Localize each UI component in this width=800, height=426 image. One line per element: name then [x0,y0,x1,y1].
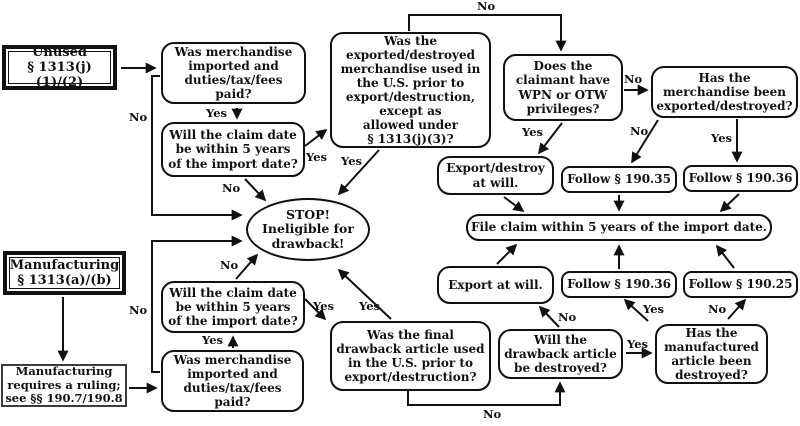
arrow-used-merchandise-no-to-wpn [408,14,567,52]
arrow-final-article-yes-to-stop [337,268,392,320]
node-was-merch-imported-bottom: Was merchandise imported and duties/tax/… [161,350,304,412]
node-follow-190-25: Follow § 190.25 [683,271,798,298]
node-file-claim: File claim within 5 years of the import … [466,214,772,241]
label-no-final-willdestroyed: No [483,407,502,421]
label-yes-willdestroyed-manufactured: Yes [627,337,649,351]
label-yes-final-stop: Yes [359,299,381,313]
node-used-merchandise: Was the exported/destroyed merchandise u… [330,32,491,148]
label-yes-claim-bottom-final: Yes [313,299,335,313]
arrow-claim-date-bottom-yes-to-final-article [304,298,327,321]
node-unused-1313j: Unused § 1313(j)(1)/(2) [2,45,117,90]
label-no-used-wpn: No [477,0,496,13]
label-yes-exported-follow36: Yes [711,131,733,145]
node-merch-exported: Has the merchandise been exported/destro… [651,66,798,118]
arrow-follow-190-25-to-file-claim [715,244,735,269]
arrow-manufactured-destroyed-no-to-follow-190-25 [727,298,747,320]
arrow-used-merchandise-yes-to-stop [337,149,380,196]
node-follow-190-36-bottom: Follow § 190.36 [561,271,677,298]
label-yes-wpn-exportdestroy: Yes [522,125,544,139]
arrow-claim-date-top-no-to-stop [244,178,267,202]
arrow-final-article-no-to-will-destroyed [407,381,566,406]
label-yes-merch-bottom-claim: Yes [202,333,224,347]
arrow-claim-date-bottom-no-to-stop [235,253,259,280]
node-will-be-destroyed: Will the drawback article be destroyed? [498,329,623,379]
label-yes-used-stop: Yes [341,154,363,168]
arrow-merch-imported-top-no-to-stop [151,75,243,221]
label-yes-manufactured-follow36: Yes [643,302,665,316]
node-was-merch-imported-top: Was merchandise imported and duties/tax/… [161,42,306,104]
label-no-manufactured-follow25: No [708,302,727,316]
node-follow-190-35: Follow § 190.35 [561,166,677,193]
label-no-claim-bottom-stop: No [220,258,239,272]
arrow-claim-date-top-yes-to-used-merchandise [304,129,328,147]
node-export-destroy-at-will: Export/destroy at will. [437,156,554,195]
label-no-merch-bottom-stop: No [129,303,148,317]
node-manufacturing-1313ab: Manufacturing § 1313(a)/(b) [3,251,126,295]
label-yes-merch-top-claim: Yes [206,106,228,120]
node-export-at-will: Export at will. [437,266,554,304]
arrow-will-destroyed-no-to-export-at-will [538,305,560,328]
arrow-export-destroy-to-file-claim [503,196,525,212]
label-no-merch-top-stop: No [129,110,148,124]
node-follow-190-36-top: Follow § 190.36 [683,165,798,192]
arrow-merch-imported-bottom-no-to-stop [151,235,243,373]
node-claim-date-bottom: Will the claim date be within 5 years of… [161,281,305,333]
arrow-wpn-yes-to-export-destroy [537,122,563,155]
arrow-export-at-will-to-file-claim [496,243,518,265]
arrow-merch-exported-no-to-follow-190-35 [631,119,659,164]
node-final-article-used: Was the final drawback article used in t… [330,321,491,391]
node-manufacturing-ruling: Manufacturing requires a ruling; see §§ … [1,364,127,407]
node-claim-date-top: Will the claim date be within 5 years of… [161,122,305,177]
label-yes-claim-top-used: Yes [306,150,328,164]
node-stop-ineligible: STOP! Ineligible for drawback! [246,198,370,261]
label-no-willdestroyed-exportatwill: No [558,310,577,324]
arrow-manufactured-destroyed-yes-to-follow-190-36 [623,298,649,322]
label-no-exported-follow35: No [630,124,649,138]
arrow-follow-190-36-top-to-file-claim [719,193,740,213]
node-wpn-privileges: Does the claimant have WPN or OTW privil… [503,54,623,121]
node-manufactured-destroyed: Has the manufactured article been destro… [655,324,768,384]
label-no-wpn-exported: No [624,72,643,86]
label-no-claim-top-stop: No [222,181,241,195]
